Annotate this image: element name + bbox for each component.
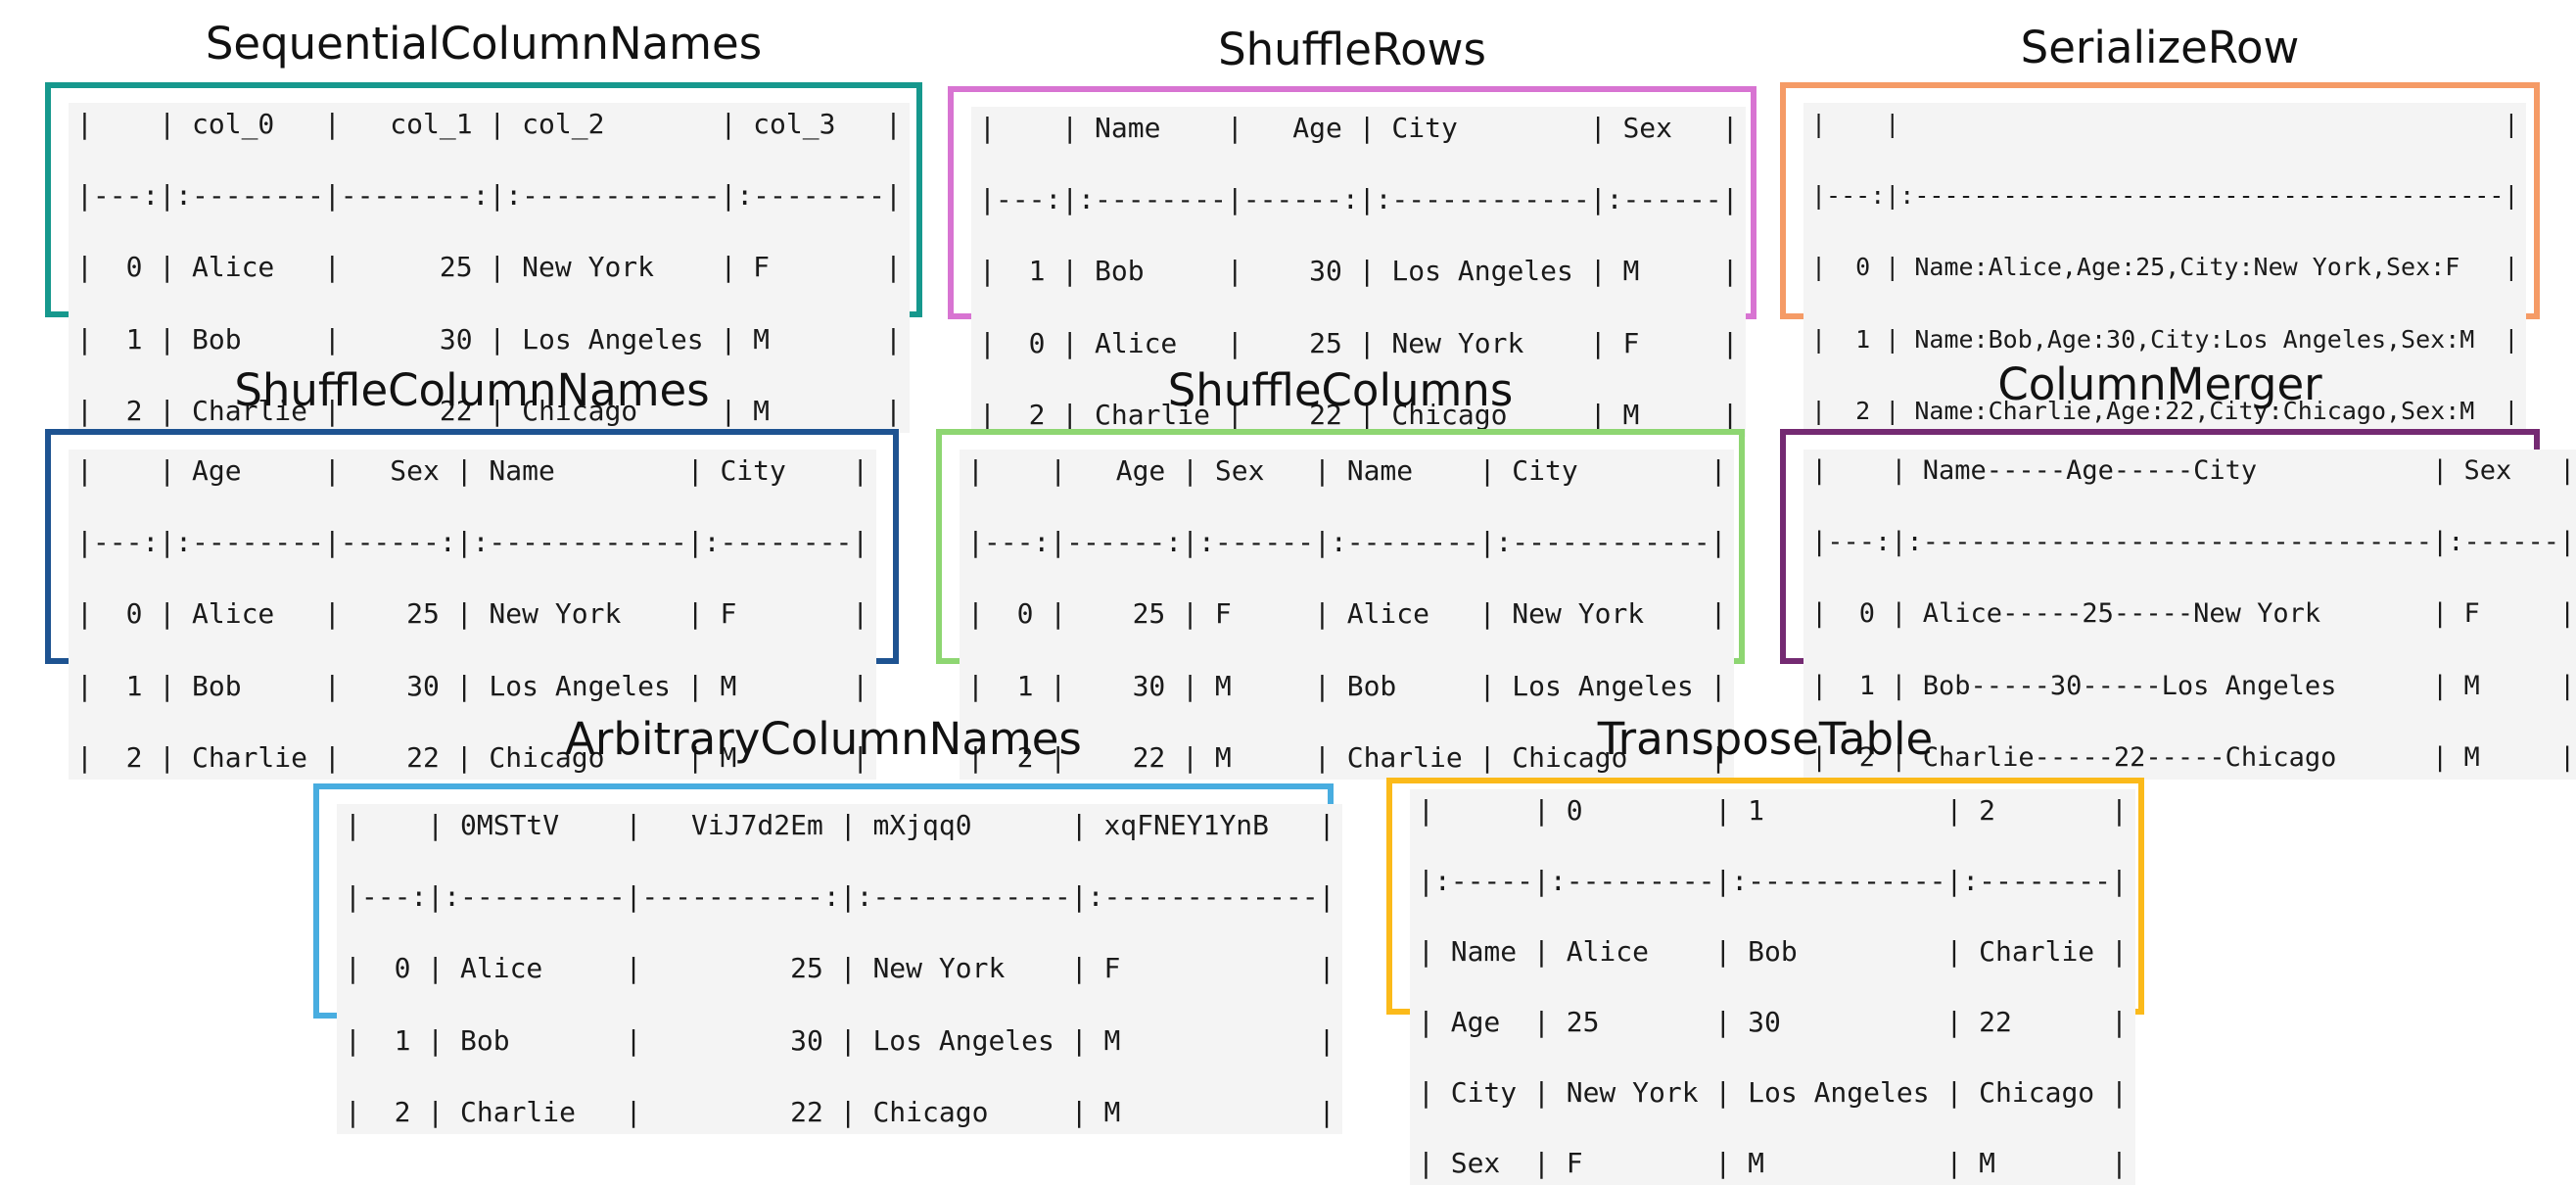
table-row: | 2 | Charlie | 22 | Chicago | M | [76,394,902,427]
table-header-line: | | Age | Sex | Name | City | [967,454,1727,487]
table-row: | 1 | Bob | 30 | Los Angeles | M | [979,255,1739,288]
table-row: | Age | 25 | 30 | 22 | [1418,1006,2128,1038]
table-row: | Sex | F | M | M | [1418,1147,2128,1179]
table-box: | | Age | Sex | Name | City | |---:|:---… [45,429,899,781]
panel-arbitrary-column-names: ArbitraryColumnNames | | 0MSTtV | ViJ7d2… [313,713,1343,1135]
table-header-line: | | Age | Sex | Name | City | [76,454,869,487]
table-row: | 0 | 25 | F | Alice | New York | [967,597,1727,631]
table-header-line: | | Name-----Age-----City | Sex | [1811,455,2576,486]
markdown-table: | | col_0 | col_1 | col_2 | col_3 | |---… [69,103,910,434]
table-row: | 2 | Charlie | 22 | Chicago | M | [979,398,1739,431]
table-row: | 1 | Name:Bob,Age:30,City:Los Angeles,S… [1811,324,2519,354]
table-row: | 1 | Bob | 30 | Los Angeles | M | [76,322,902,356]
panel-title: ShuffleRows [1218,24,1486,75]
table-box: | | Age | Sex | Name | City | |---:|----… [936,429,1745,781]
table-row: | City | New York | Los Angeles | Chicag… [1418,1076,2128,1109]
table-row: | 2 | Charlie | 22 | Chicago | M | [345,1095,1335,1128]
panel-title: ColumnMerger [1997,358,2322,410]
table-row: | 0 | Alice | 25 | New York | F | [76,597,869,631]
table-row: | 1 | Bob-----30-----Los Angeles | M | [1811,670,2576,701]
markdown-table: | | | |---:|:---------------------------… [1803,103,2527,434]
table-row: | 0 | Alice-----25-----New York | F | [1811,598,2576,630]
table-separator-line: |---:|:--------------------------------|… [1811,527,2576,558]
table-separator-line: |---:|:--------|--------:|:------------|… [76,179,902,213]
table-row: | 1 | 30 | M | Bob | Los Angeles | [967,669,1727,702]
table-row: | Name | Alice | Bob | Charlie | [1418,935,2128,968]
table-row: | 1 | Bob | 30 | Los Angeles | M | [76,669,869,702]
panel-serialize-row: SerializeRow | | | |---:|:--------------… [1780,22,2540,434]
table-row: | 2 | Charlie | 22 | Chicago | M | [76,740,869,774]
table-row: | 0 | Alice | 25 | New York | F | [76,251,902,284]
markdown-table: | | Name-----Age-----City | Sex | |---:|… [1803,450,2576,781]
table-row: | 0 | Alice | 25 | New York | F | [979,326,1739,359]
markdown-table: | | 0MSTtV | ViJ7d2Em | mXjqq0 | xqFNEY1… [337,804,1343,1135]
table-row: | 0 | Alice | 25 | New York | F | [345,952,1335,985]
table-header-line: | | 0MSTtV | ViJ7d2Em | mXjqq0 | xqFNEY1… [345,809,1335,841]
markdown-table: | | Name | Age | City | Sex | |---:|:---… [971,107,1747,438]
panel-title: TransposeTable [1597,713,1934,765]
table-header-line: | | | [1811,110,2519,138]
markdown-table: | | Age | Sex | Name | City | |---:|----… [960,450,1735,781]
markdown-table: | | Age | Sex | Name | City | |---:|:---… [69,450,877,781]
panel-shuffle-rows: ShuffleRows | | Name | Age | City | Sex … [948,24,1756,438]
panel-title: ShuffleColumnNames [234,364,710,416]
panel-title: ShuffleColumns [1167,364,1514,416]
table-row: | 2 | Charlie-----22-----Chicago | M | [1811,741,2576,773]
markdown-table: | | 0 | 1 | 2 | |:-----|:---------|:----… [1410,789,2135,1185]
panel-sequential-column-names: SequentialColumnNames | | col_0 | col_1 … [45,18,922,434]
table-box: | | Name | Age | City | Sex | |---:|:---… [948,86,1756,438]
panel-title: SequentialColumnNames [205,18,763,70]
table-box: | | Name-----Age-----City | Sex | |---:|… [1780,429,2576,781]
table-header-line: | | Name | Age | City | Sex | [979,112,1739,144]
table-header-line: | | 0 | 1 | 2 | [1418,794,2128,827]
panel-title: ArbitraryColumnNames [565,713,1082,765]
panel-column-merger: ColumnMerger | | Name-----Age-----City |… [1780,358,2576,781]
table-row: | 2 | Name:Charlie,Age:22,City:Chicago,S… [1811,396,2519,425]
table-box: | | 0MSTtV | ViJ7d2Em | mXjqq0 | xqFNEY1… [313,783,1343,1135]
table-separator-line: |---:|:--------|------:|:------------|:-… [76,526,869,559]
table-separator-line: |:-----|:---------|:------------|:------… [1418,865,2128,897]
table-separator-line: |---:|------:|:------|:--------|:-------… [967,526,1727,559]
panel-title: SerializeRow [2020,22,2300,73]
table-row: | 2 | 22 | M | Charlie | Chicago | [967,740,1727,774]
table-separator-line: |---:|:---------------------------------… [1811,181,2519,211]
table-header-line: | | col_0 | col_1 | col_2 | col_3 | [76,108,902,140]
table-separator-line: |---:|:--------|------:|:------------|:-… [979,183,1739,216]
panel-transpose-table: TransposeTable | | 0 | 1 | 2 | |:-----|:… [1386,713,2144,1185]
table-row: | 1 | Bob | 30 | Los Angeles | M | [345,1023,1335,1057]
table-box: | | | |---:|:---------------------------… [1780,82,2540,434]
table-box: | | col_0 | col_1 | col_2 | col_3 | |---… [45,82,922,434]
panel-shuffle-column-names: ShuffleColumnNames | | Age | Sex | Name … [45,364,899,781]
table-box: | | 0 | 1 | 2 | |:-----|:---------|:----… [1386,778,2144,1185]
panel-shuffle-columns: ShuffleColumns | | Age | Sex | Name | Ci… [936,364,1745,781]
table-separator-line: |---:|:----------|-----------:|:--------… [345,880,1335,914]
table-row: | 0 | Name:Alice,Age:25,City:New York,Se… [1811,253,2519,282]
